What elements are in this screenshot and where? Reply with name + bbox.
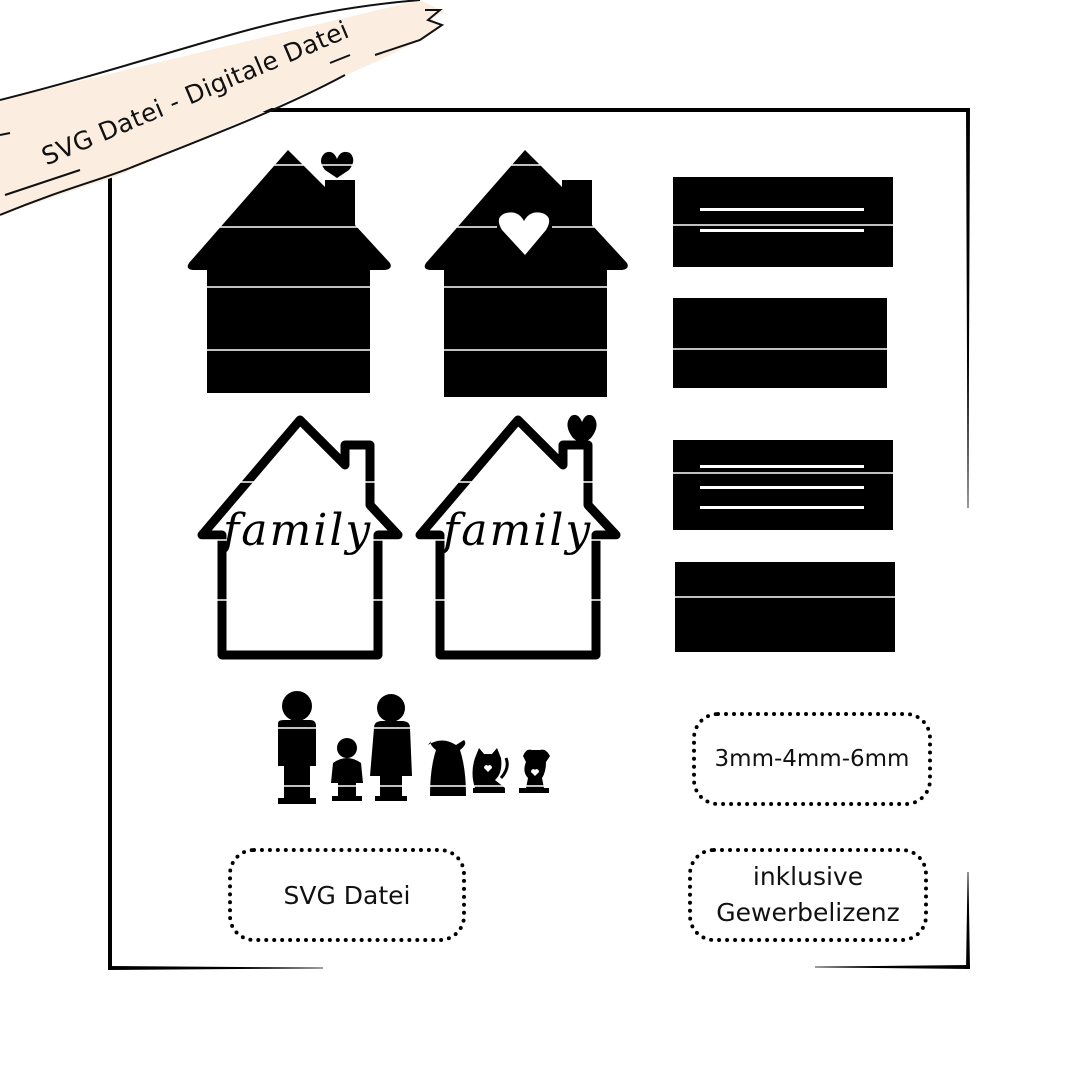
sign-board-lines [673, 177, 895, 392]
figure-child [331, 738, 363, 801]
figure-dog [519, 749, 550, 793]
outline-house-family-heart: family [413, 410, 628, 665]
badge-license-line2: Gewerbelizenz [716, 898, 900, 927]
banner-shape [0, 0, 445, 216]
figure-pet-dog-large [428, 740, 466, 796]
badge-file-type-text: SVG Datei [283, 880, 411, 910]
outline-house-family: family [195, 410, 410, 665]
solid-house-chimney-heart [185, 145, 395, 395]
frame-bottom-line [108, 966, 323, 970]
frame-top-line [245, 108, 970, 112]
solid-house-heart-cutout [422, 145, 632, 400]
family-script-text: family [443, 505, 593, 556]
figure-mother [370, 694, 412, 801]
badge-thickness-text: 3mm-4mm-6mm [714, 746, 910, 772]
family-script-text: family [223, 505, 373, 556]
frame-right-line [966, 108, 970, 508]
badge-thickness: 3mm-4mm-6mm [692, 712, 932, 806]
figure-cat [472, 748, 509, 793]
sign-board-three-lines [673, 440, 898, 655]
family-figures [270, 688, 555, 813]
frame-bottom-right-line [815, 965, 970, 969]
banner-ribbon [0, 0, 460, 230]
figure-father [278, 691, 316, 804]
badge-file-type: SVG Datei [228, 848, 466, 942]
frame-left-line [108, 150, 112, 970]
frame-right-lower-line [966, 872, 970, 969]
badge-license: inklusive Gewerbelizenz [688, 848, 928, 942]
badge-license-line1: inklusive [752, 861, 864, 891]
